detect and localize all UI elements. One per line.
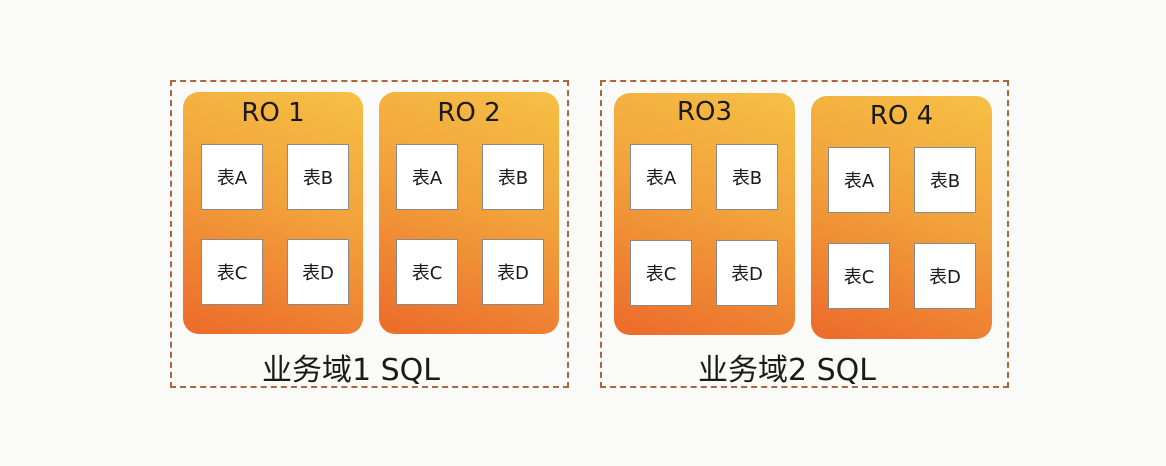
table-d: 表D [914, 243, 976, 309]
table-d: 表D [482, 239, 544, 305]
ro-node-2-title: RO 2 [437, 98, 501, 128]
table-b: 表B [287, 144, 349, 210]
business-domain-1-group [170, 80, 569, 388]
ro-node-4-title: RO 4 [869, 101, 934, 131]
ro-node-1: RO 1 表A 表B 表C 表D [183, 92, 363, 334]
table-b: 表B [716, 144, 778, 210]
table-a: 表A [201, 144, 263, 210]
table-a: 表A [828, 147, 890, 213]
ro-node-4: RO 4 表A 表B 表C 表D [811, 96, 992, 339]
table-c: 表C [201, 239, 263, 305]
table-b: 表B [482, 144, 544, 210]
ro-node-2: RO 2 表A 表B 表C 表D [379, 92, 559, 334]
table-d: 表D [287, 239, 349, 305]
table-a: 表A [396, 144, 458, 210]
ro-node-3: RO3 表A 表B 表C 表D [614, 93, 795, 335]
business-domain-2-label: 业务域2 SQL [698, 353, 876, 388]
table-b: 表B [914, 147, 976, 213]
business-domain-1-label: 业务域1 SQL [262, 353, 440, 388]
table-c: 表C [630, 240, 692, 306]
table-c: 表C [828, 243, 890, 309]
ro-node-3-title: RO3 [676, 97, 733, 127]
table-c: 表C [396, 239, 458, 305]
table-d: 表D [716, 240, 778, 306]
business-domain-2-group [600, 80, 1009, 388]
ro-node-1-title: RO 1 [241, 98, 305, 128]
table-a: 表A [630, 144, 692, 210]
